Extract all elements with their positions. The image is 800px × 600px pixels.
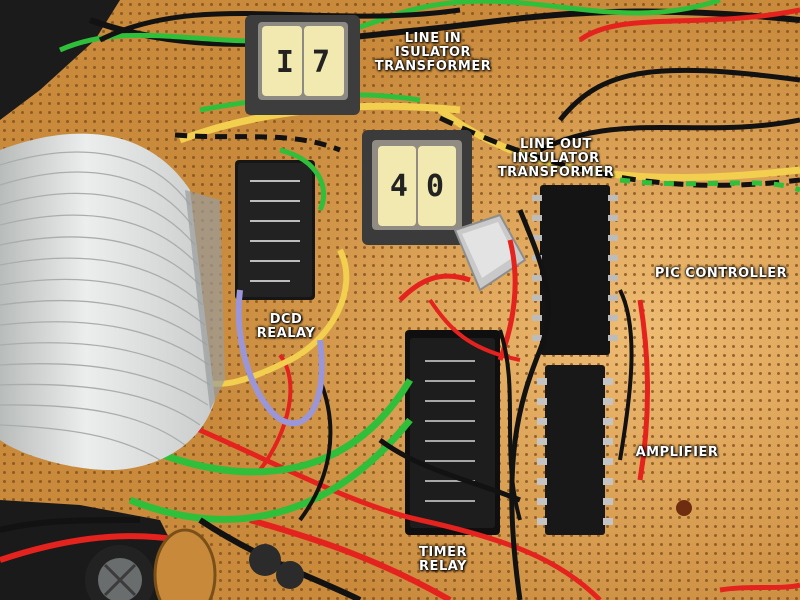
dcd-relay bbox=[235, 160, 315, 300]
label-line-out-transformer: LINE OUT INSULATOR TRANSFORMER bbox=[497, 137, 615, 180]
electrolytic-capacitor bbox=[85, 545, 155, 600]
line-out-transformer: 4 0 bbox=[362, 130, 472, 245]
mounting-hole bbox=[676, 500, 692, 516]
crystal-oscillator bbox=[453, 213, 527, 292]
label-pic-controller: PIC CONTROLLER bbox=[654, 266, 788, 281]
ribbon-cable bbox=[0, 133, 225, 470]
label-line-in-transformer: LINE IN ISULATOR TRANSFORMER bbox=[374, 31, 492, 74]
amplifier-chip bbox=[537, 365, 613, 535]
line-in-mark: I 7 bbox=[276, 45, 330, 80]
line-out-mark: 4 0 bbox=[390, 169, 444, 204]
label-amplifier: AMPLIFIER bbox=[635, 445, 719, 460]
timer-relay bbox=[405, 330, 500, 535]
line-in-transformer: I 7 bbox=[245, 15, 360, 115]
pic-controller-chip bbox=[532, 185, 618, 355]
label-timer-relay: TIMER RELAY bbox=[418, 545, 468, 574]
label-dcd-relay: DCD REALAY bbox=[256, 312, 316, 341]
